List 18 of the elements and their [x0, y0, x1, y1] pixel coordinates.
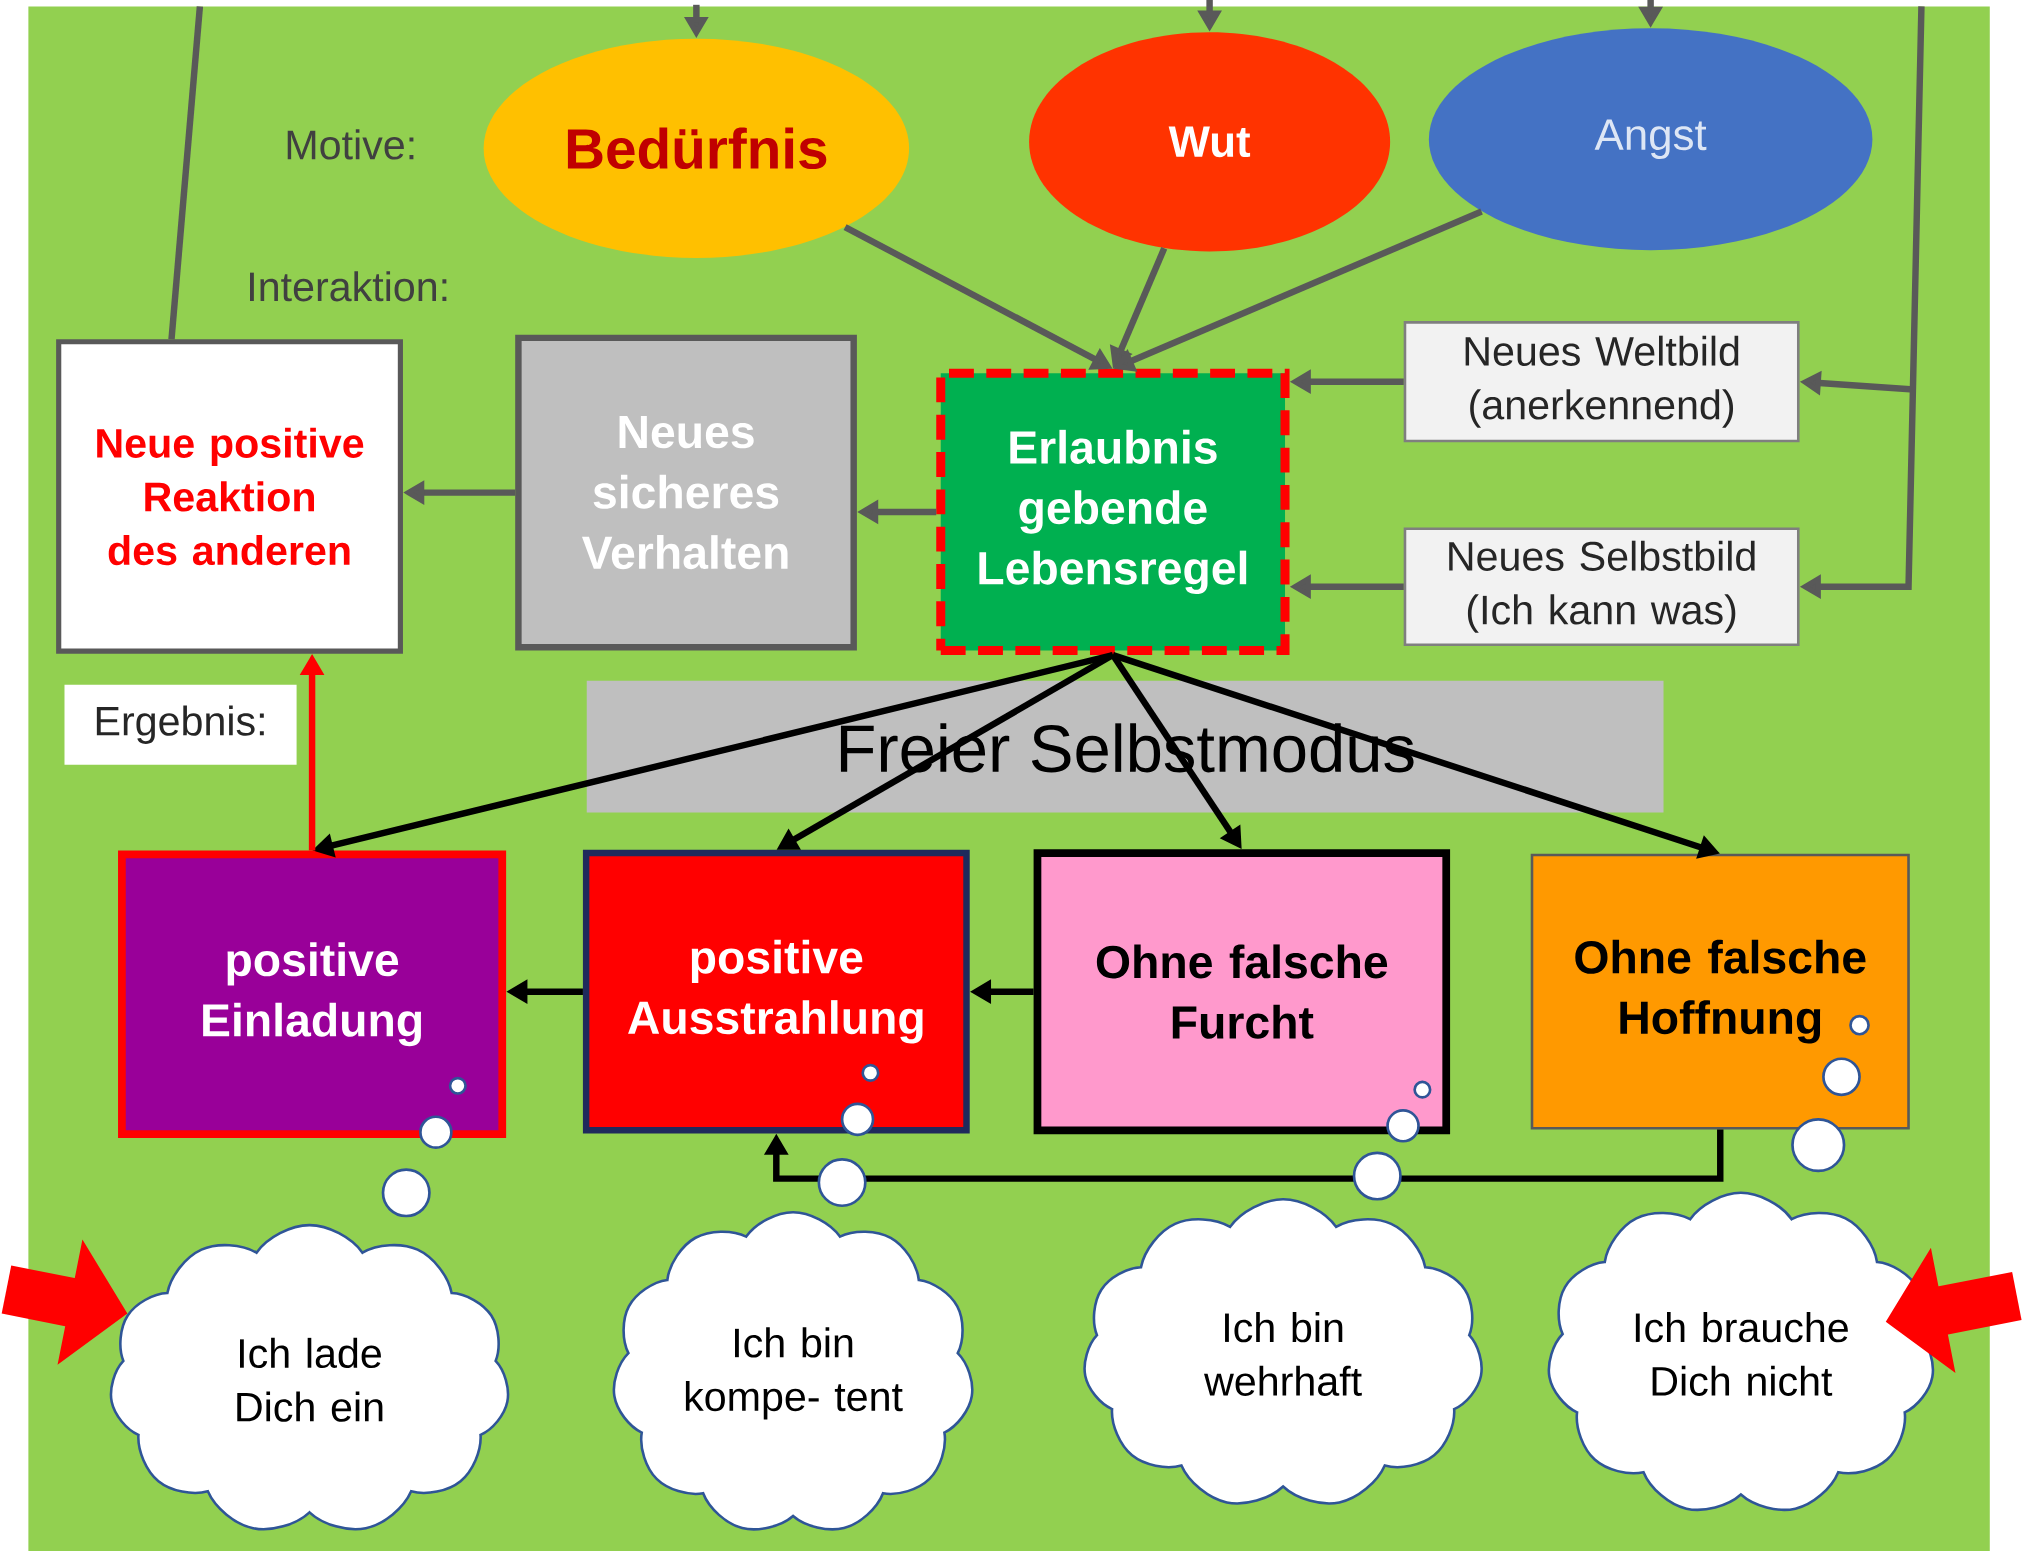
process-box: Erlaubnis gebende Lebensregel	[936, 368, 1290, 655]
process-box: Ohne falsche Furcht	[1033, 849, 1451, 1134]
process-box: positive Einladung	[118, 850, 507, 1138]
section-label: Motive:	[287, 129, 414, 160]
connector-line	[168, 6, 204, 340]
thought-cloud: Ich bin kompe- tent	[612, 1210, 974, 1531]
info-box: Neues Selbstbild (Ich kann was)	[1403, 527, 1800, 646]
process-box: Neue positive Reaktion des anderen	[56, 339, 403, 654]
label-box: Ergebnis:	[64, 684, 297, 765]
thought-cloud: Ich brauche Dich nicht	[1547, 1191, 1935, 1511]
section-label: Interaktion:	[250, 271, 447, 302]
process-box: Ohne falsche Hoffnung	[1530, 853, 1910, 1130]
info-box: Neues Weltbild (anerkennend)	[1403, 320, 1800, 443]
thought-cloud: Ich lade Dich ein	[109, 1223, 510, 1531]
process-box: Neues sicheres Verhalten	[515, 334, 857, 651]
process-box: positive Ausstrahlung	[582, 849, 970, 1134]
arrow	[763, 1129, 1724, 1182]
thought-cloud: Ich bin wehrhaft	[1083, 1197, 1483, 1505]
